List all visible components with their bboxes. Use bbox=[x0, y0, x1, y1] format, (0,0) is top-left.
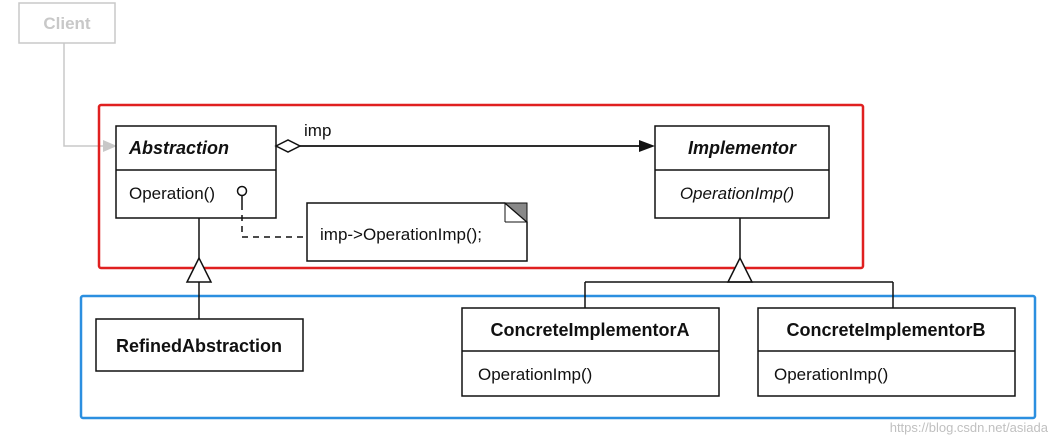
client-arrowhead bbox=[103, 140, 117, 152]
inheritance-triangle bbox=[185, 256, 213, 283]
concrete-implementor-a-title: ConcreteImplementorA bbox=[490, 320, 689, 340]
implementor-operation: OperationImp() bbox=[680, 184, 794, 203]
abstraction-operation: Operation() bbox=[129, 184, 215, 203]
concrete-implementor-a-operation: OperationImp() bbox=[478, 365, 592, 384]
operation-note: imp->OperationImp(); bbox=[241, 202, 528, 262]
refined-abstraction-title: RefinedAbstraction bbox=[116, 336, 282, 356]
concrete-implementor-a-class: ConcreteImplementorA OperationImp() bbox=[461, 307, 720, 397]
inheritance-triangle bbox=[726, 256, 754, 283]
concrete-implementor-b-class: ConcreteImplementorB OperationImp() bbox=[757, 307, 1016, 397]
abstraction-class: Abstraction Operation() bbox=[115, 125, 277, 219]
abstraction-inheritance bbox=[185, 218, 213, 319]
concrete-implementor-b-operation: OperationImp() bbox=[774, 365, 888, 384]
refined-abstraction-class: RefinedAbstraction bbox=[95, 318, 304, 372]
association-arrowhead bbox=[639, 140, 655, 152]
implementor-title: Implementor bbox=[688, 138, 797, 158]
aggregation-diamond bbox=[274, 139, 302, 153]
watermark-text: https://blog.csdn.net/asiada bbox=[890, 420, 1049, 435]
client-connector bbox=[63, 43, 117, 152]
note-fold bbox=[503, 202, 528, 224]
client-title: Client bbox=[43, 14, 91, 33]
abstraction-title: Abstraction bbox=[128, 138, 229, 158]
note-text: imp->OperationImp(); bbox=[320, 225, 482, 244]
imp-label: imp bbox=[304, 121, 331, 140]
client-class: Client bbox=[18, 2, 116, 44]
concrete-implementor-b-title: ConcreteImplementorB bbox=[786, 320, 985, 340]
implementor-inheritance bbox=[584, 218, 894, 308]
implementor-group-highlight bbox=[79, 294, 1037, 420]
operation-note-anchor bbox=[236, 185, 248, 197]
imp-association: imp bbox=[274, 121, 655, 153]
abstraction-group-highlight bbox=[97, 103, 865, 270]
implementor-class: Implementor OperationImp() bbox=[654, 125, 830, 219]
